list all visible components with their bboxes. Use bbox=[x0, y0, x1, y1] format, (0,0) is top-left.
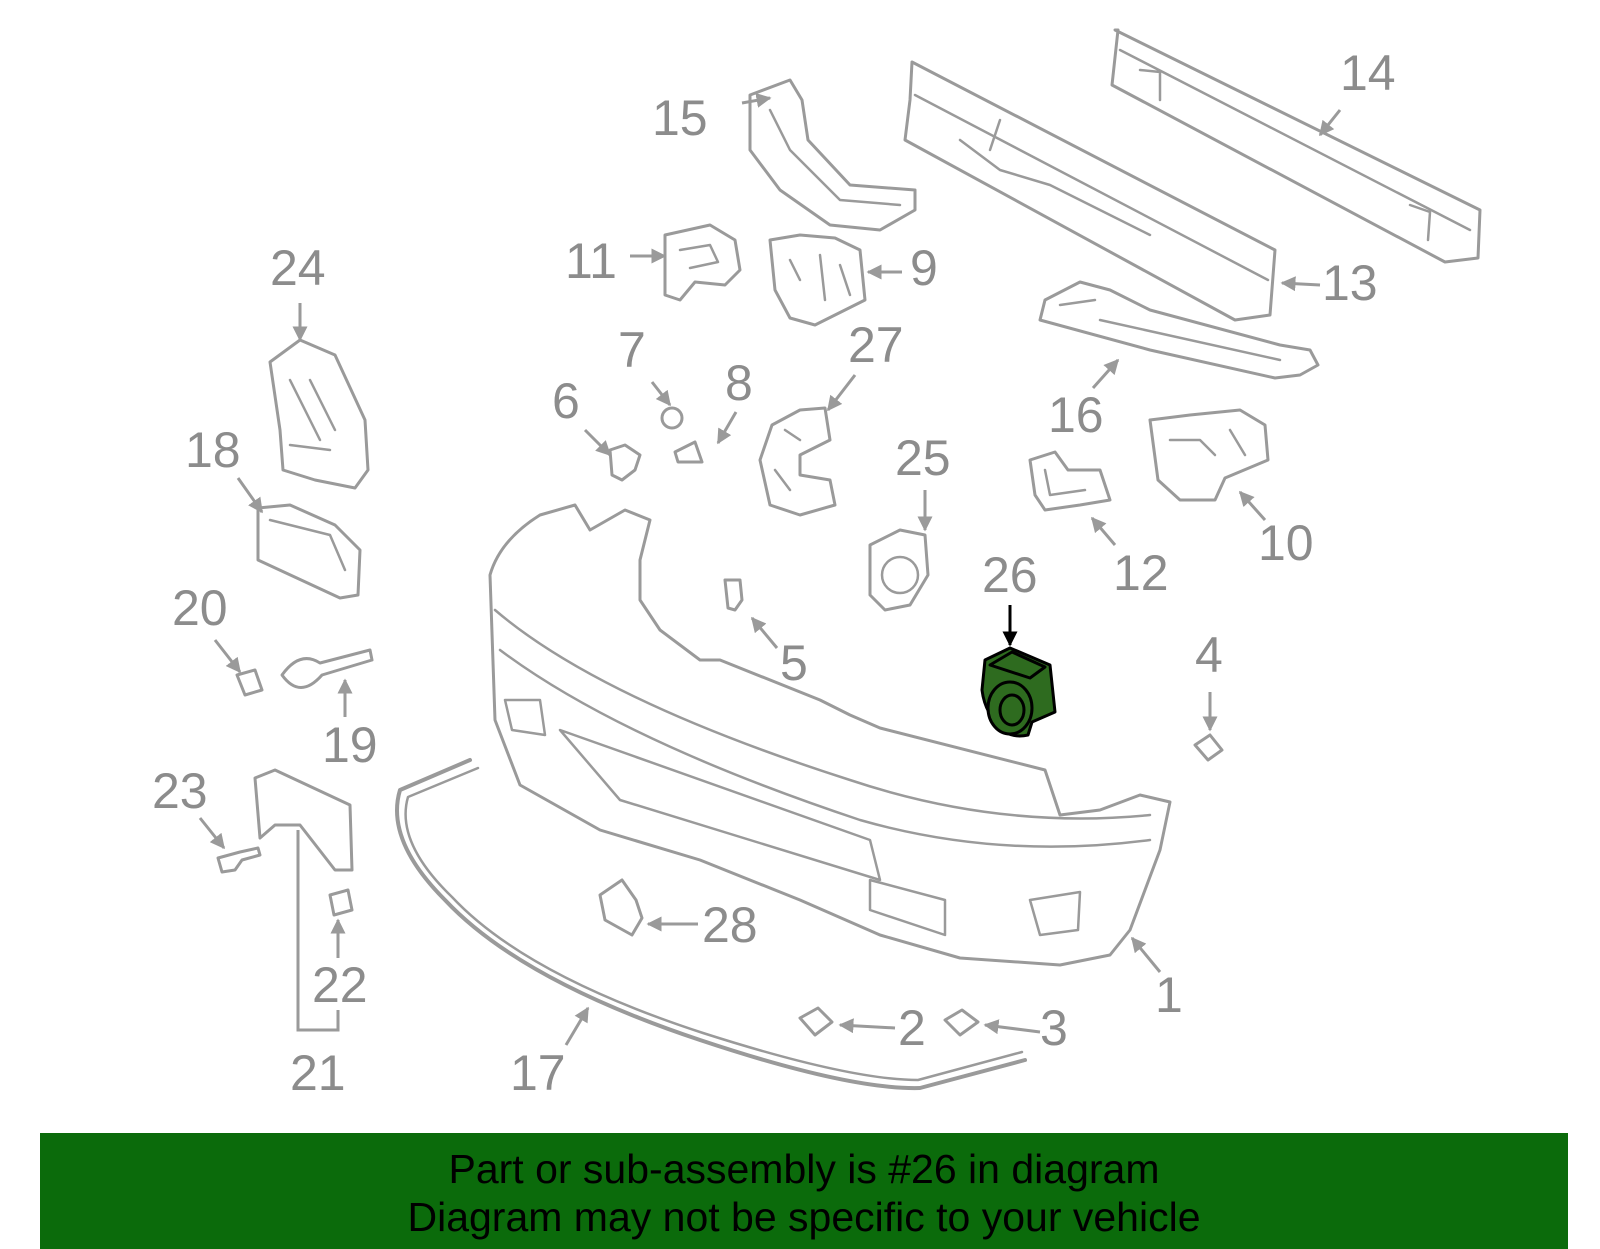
callout-3: 3 bbox=[1040, 1000, 1068, 1056]
part-20-clip bbox=[235, 668, 264, 697]
part-26-highlighted bbox=[980, 646, 1057, 738]
callout-10: 10 bbox=[1258, 515, 1314, 571]
leader-lines bbox=[198, 92, 1342, 1046]
part-22-clip bbox=[328, 888, 354, 917]
part-28-bracket bbox=[598, 878, 644, 937]
callout-18: 18 bbox=[185, 422, 241, 478]
callout-27: 27 bbox=[848, 317, 904, 373]
part-15-bracket bbox=[748, 78, 917, 232]
part-27-bracket bbox=[758, 406, 837, 517]
callout-26: 26 bbox=[982, 547, 1038, 603]
callout-1: 1 bbox=[1155, 967, 1183, 1023]
info-banner: Part or sub-assembly is #26 in diagram D… bbox=[40, 1133, 1568, 1249]
callout-12: 12 bbox=[1113, 545, 1169, 601]
callout-22: 22 bbox=[312, 957, 368, 1013]
callout-17: 17 bbox=[510, 1045, 566, 1101]
part-19-hook bbox=[280, 648, 374, 689]
part-3-nut bbox=[943, 1008, 980, 1037]
callout-labels: 15 14 11 9 13 24 7 27 8 6 16 18 25 10 26… bbox=[152, 45, 1396, 1101]
callout-14: 14 bbox=[1340, 45, 1396, 101]
banner-line-disclaimer: Diagram may not be specific to your vehi… bbox=[407, 1194, 1201, 1240]
part-25-component bbox=[868, 528, 930, 612]
part-6-clip bbox=[608, 443, 642, 482]
callout-25: 25 bbox=[895, 430, 951, 486]
part-21-liner bbox=[253, 768, 354, 872]
callout-28: 28 bbox=[702, 897, 758, 953]
part-18-housing bbox=[256, 503, 362, 600]
part-4-nut bbox=[1193, 733, 1224, 762]
part-17-strip bbox=[395, 758, 1027, 1091]
part-13-absorber bbox=[903, 60, 1277, 322]
part-9-bracket bbox=[768, 233, 867, 327]
part-26-lens-inner bbox=[998, 693, 1026, 727]
part-11-bracket bbox=[663, 223, 742, 302]
callout-8: 8 bbox=[725, 355, 753, 411]
callout-24: 24 bbox=[270, 240, 326, 296]
callout-15: 15 bbox=[652, 90, 708, 146]
part-10-bracket bbox=[1148, 408, 1270, 502]
part-14-reinforcement bbox=[1110, 28, 1482, 264]
callout-13: 13 bbox=[1322, 255, 1378, 311]
callout-9: 9 bbox=[910, 240, 938, 296]
callout-23: 23 bbox=[152, 763, 208, 819]
callout-6: 6 bbox=[552, 373, 580, 429]
part-8-clip bbox=[673, 440, 704, 464]
part-2-nut bbox=[798, 1006, 834, 1037]
callout-11: 11 bbox=[565, 233, 617, 289]
part-24-bracket bbox=[268, 338, 370, 490]
part-26-tab bbox=[988, 650, 1047, 680]
callout-20: 20 bbox=[172, 580, 228, 636]
callout-21: 21 bbox=[290, 1045, 346, 1101]
part-16-rail bbox=[1038, 280, 1320, 380]
banner-line-part: Part or sub-assembly is #26 in diagram bbox=[448, 1146, 1160, 1192]
callout-4: 4 bbox=[1195, 627, 1223, 683]
part-7-clip bbox=[660, 406, 684, 430]
callout-2: 2 bbox=[898, 1000, 926, 1056]
callout-19: 19 bbox=[322, 717, 378, 773]
callout-7: 7 bbox=[618, 322, 646, 378]
part-5-pin bbox=[723, 578, 744, 612]
callout-5: 5 bbox=[780, 635, 808, 691]
part-23-screw bbox=[216, 846, 262, 874]
part-1-bumper-cover bbox=[488, 503, 1172, 967]
part-12-bracket bbox=[1028, 450, 1112, 512]
callout-16: 16 bbox=[1048, 387, 1104, 443]
